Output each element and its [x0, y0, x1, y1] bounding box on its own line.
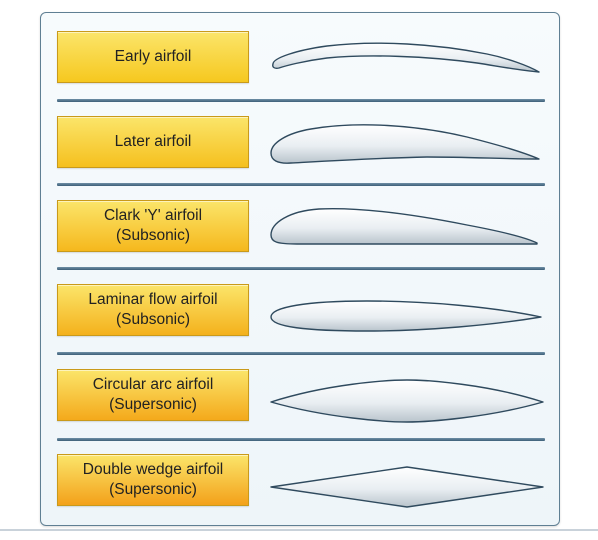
airfoil-shape-clark-y — [270, 208, 538, 245]
airfoil-label-clark-y: Clark 'Y' airfoil (Subsonic) — [57, 200, 249, 252]
airfoil-label-double-wedge: Double wedge airfoil (Supersonic) — [57, 454, 249, 506]
airfoil-profile — [270, 300, 542, 332]
airfoil-shape-early — [272, 42, 540, 73]
row-divider — [57, 183, 545, 186]
airfoil-label-laminar: Laminar flow airfoil (Subsonic) — [57, 284, 249, 336]
airfoil-name: Laminar flow airfoil — [88, 291, 218, 308]
row-divider — [57, 352, 545, 355]
airfoil-row-clark-y: Clark 'Y' airfoil (Subsonic) — [41, 200, 559, 284]
airfoil-shape-circular-arc — [270, 379, 544, 423]
airfoil-name: Circular arc airfoil — [92, 376, 214, 393]
airfoil-regime: (Subsonic) — [115, 227, 191, 244]
row-divider — [57, 438, 545, 441]
row-divider — [57, 99, 545, 102]
airfoil-shape-double-wedge — [270, 466, 544, 508]
airfoil-name: Later airfoil — [114, 133, 192, 150]
airfoil-profile — [270, 466, 544, 508]
airfoil-name: Double wedge airfoil — [82, 461, 224, 478]
airfoil-profile — [272, 42, 540, 73]
airfoil-regime: (Subsonic) — [115, 311, 191, 328]
airfoil-label-later: Later airfoil — [57, 116, 249, 168]
airfoil-row-early: Early airfoil — [41, 31, 559, 115]
airfoil-profile — [270, 379, 544, 423]
airfoil-name: Clark 'Y' airfoil — [103, 207, 203, 224]
airfoil-profile — [270, 208, 538, 245]
airfoil-name: Early airfoil — [114, 48, 192, 65]
airfoil-row-double-wedge: Double wedge airfoil (Supersonic) — [41, 454, 559, 538]
airfoil-shape-later — [270, 124, 540, 164]
airfoil-label-circular-arc: Circular arc airfoil (Supersonic) — [57, 369, 249, 421]
airfoil-regime: (Supersonic) — [109, 396, 197, 413]
airfoil-label-early: Early airfoil — [57, 31, 249, 83]
bottom-rule — [0, 529, 598, 531]
airfoil-shape-laminar — [270, 300, 542, 332]
airfoil-profile — [270, 124, 540, 164]
airfoil-regime: (Supersonic) — [109, 481, 197, 498]
airfoil-row-later: Later airfoil — [41, 116, 559, 200]
airfoil-row-laminar: Laminar flow airfoil (Subsonic) — [41, 284, 559, 368]
airfoil-row-circular-arc: Circular arc airfoil (Supersonic) — [41, 369, 559, 453]
row-divider — [57, 267, 545, 270]
